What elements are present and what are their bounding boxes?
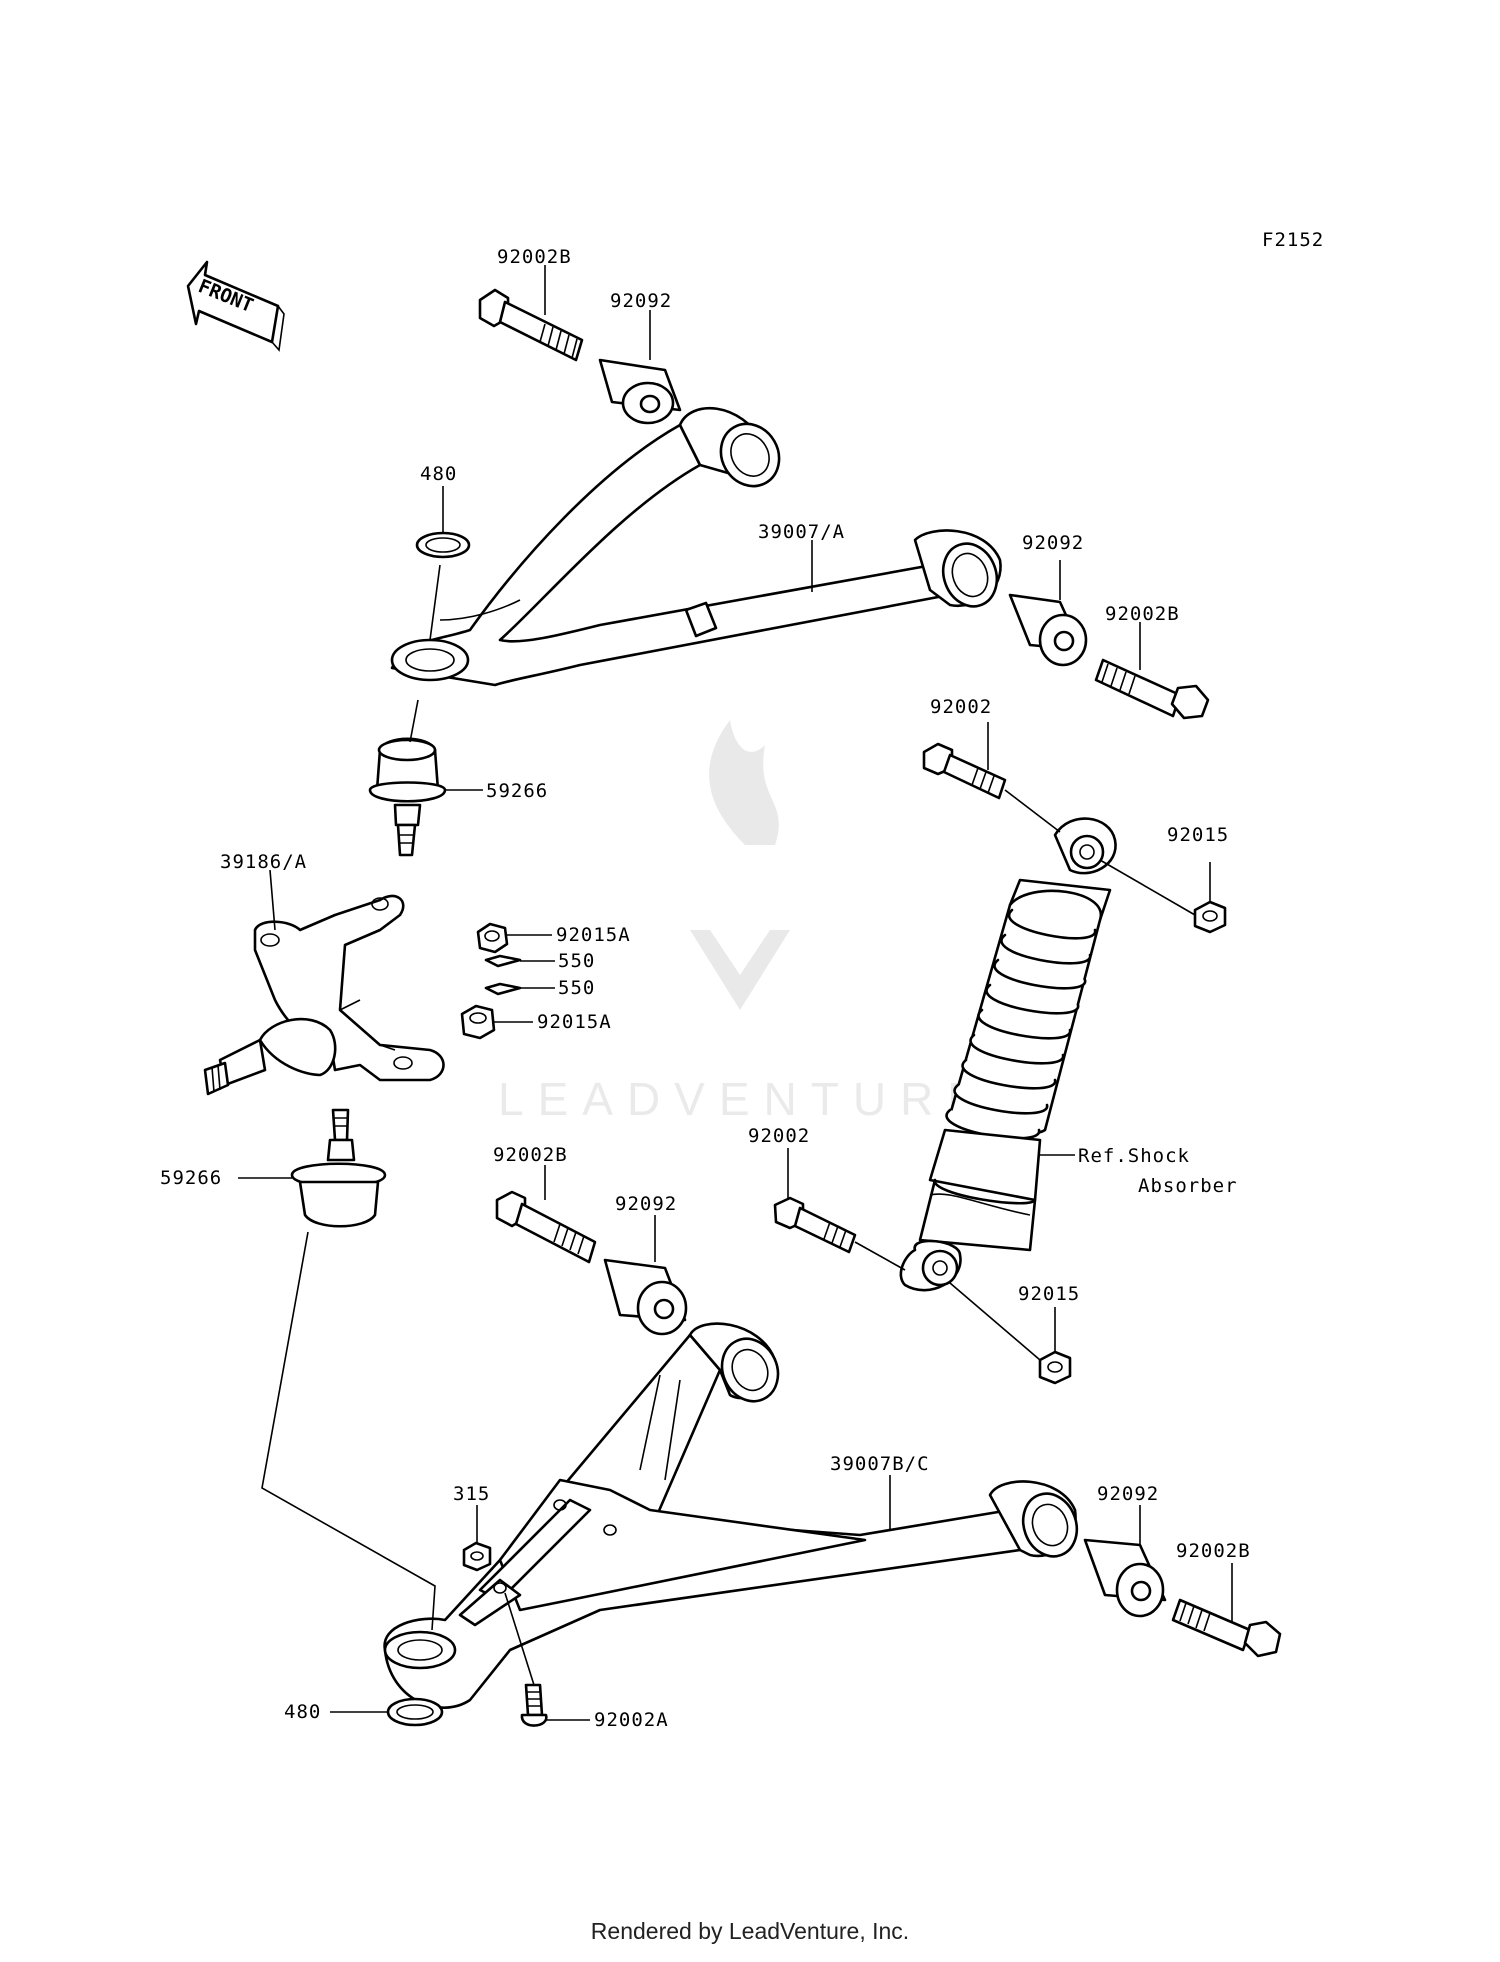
callout-bushing-upper-right: 92092	[1022, 532, 1084, 554]
callout-bushing-upper-left: 92092	[610, 290, 672, 312]
upper-a-arm	[390, 406, 1002, 687]
lower-bushing-right	[1083, 1538, 1167, 1618]
cotter-pin-2	[484, 982, 522, 996]
watermark-text: LEADVENTURE	[498, 1073, 992, 1125]
callout-nut-small: 315	[453, 1483, 490, 1505]
callout-shock-bolt-bottom: 92002	[748, 1125, 810, 1147]
lower-bushing-left	[603, 1258, 688, 1336]
diagram-code: F2152	[1262, 229, 1324, 251]
callout-shock-nut-top: 92015	[1167, 824, 1229, 846]
shock-nut-top	[1193, 900, 1227, 934]
callout-bolt-lower-left: 92002B	[493, 1144, 568, 1166]
callout-upper-arm: 39007/A	[758, 521, 845, 543]
callout-bushing-lower-left: 92092	[615, 1193, 677, 1215]
callout-ball-joint-upper: 59266	[486, 780, 548, 802]
ball-joint-upper	[368, 737, 447, 857]
watermark-logo: LEADVENTURE	[498, 720, 992, 1125]
upper-bolt-left	[478, 288, 584, 362]
callout-shock-bolt-top: 92002	[930, 696, 992, 718]
callout-bolt-upper-right: 92002B	[1105, 603, 1180, 625]
lower-a-arm	[383, 1322, 1079, 1709]
upper-bushing-left	[598, 358, 682, 425]
shock-absorber	[899, 817, 1117, 1292]
callout-ring-upper: 480	[420, 463, 457, 485]
upper-bushing-right	[1008, 593, 1088, 667]
callout-bolt-guard: 92002A	[594, 1709, 669, 1731]
upper-bolt-right	[1094, 658, 1210, 720]
callout-bolt-upper-left: 92002B	[497, 246, 572, 268]
small-nut-315	[462, 1541, 492, 1572]
guard-bolt-92002a	[520, 1683, 548, 1727]
shock-nut-bottom	[1038, 1350, 1072, 1385]
callout-nut-castle-lower: 92015A	[537, 1011, 612, 1033]
callout-cotter-pin-1: 550	[558, 950, 595, 972]
callout-shock-ref-line2: Absorber	[1138, 1175, 1238, 1197]
upper-ring-480	[415, 531, 471, 559]
callout-lower-arm: 39007B/C	[830, 1453, 930, 1475]
leader-lines	[238, 265, 1233, 1721]
footer-credit: Rendered by LeadVenture, Inc.	[590, 1918, 910, 1944]
callout-shock-nut-bottom: 92015	[1018, 1283, 1080, 1305]
steering-knuckle	[203, 894, 445, 1096]
lower-bolt-left	[495, 1190, 597, 1264]
callout-labels: 92002B 92092 480 39007/A 92092 92002B 59…	[160, 246, 1251, 1731]
shock-bolt-bottom	[773, 1196, 857, 1254]
callout-bolt-lower-right: 92002B	[1176, 1540, 1251, 1562]
callout-cotter-pin-2: 550	[558, 977, 595, 999]
castle-nut-lower	[460, 1004, 496, 1040]
callout-knuckle: 39186/A	[220, 851, 307, 873]
lower-ring-480	[386, 1697, 444, 1727]
callout-shock-ref-line1: Ref.Shock	[1078, 1145, 1190, 1167]
front-arrow-icon: FRONT	[186, 260, 285, 352]
cotter-pin-1	[484, 954, 522, 968]
callout-nut-castle-upper: 92015A	[556, 924, 631, 946]
castle-nut-upper	[476, 922, 509, 954]
ball-joint-lower	[290, 1108, 387, 1228]
callout-ring-lower: 480	[284, 1701, 321, 1723]
shock-bolt-top	[922, 742, 1007, 800]
callout-ball-joint-lower: 59266	[160, 1167, 222, 1189]
lower-bolt-right	[1171, 1598, 1282, 1658]
callout-bushing-lower-right: 92092	[1097, 1483, 1159, 1505]
